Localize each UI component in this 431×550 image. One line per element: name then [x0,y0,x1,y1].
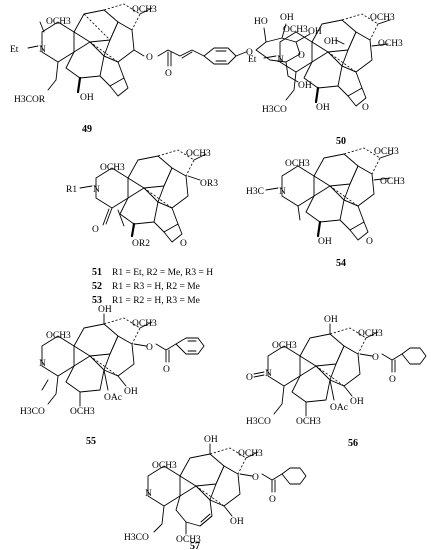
c51-r1: R1 [66,185,77,195]
c54-number: 54 [336,258,346,269]
c49-sugar-oh1: OH [280,13,294,23]
c55-o-carbonyl: O [163,365,170,375]
structure-50-labels: OCH3 OCH3 OCH3 OH Et N OH O H3CO 50 [248,13,403,147]
c55-n: N [39,359,46,369]
c56-och3-right: OCH3 [358,329,383,339]
c55-oh-top: OH [98,305,112,315]
c49-n: N [39,45,46,55]
c49-sugar-ho: HO [254,17,268,27]
structure-56-labels: OH OCH3 OCH3 O N O O OH OAc OCH3 H3CO 56 [246,315,396,449]
c56-number: 56 [348,438,358,449]
structure-57-labels: OH OCH3 OCH3 N O O OH OCH3 H3CO 57 [124,435,276,550]
structure-55-labels: OH OCH3 OCH3 N O O OH OAc OCH3 H3CO 55 [20,305,170,447]
c50-och3-a: OCH3 [370,13,395,23]
c50-number: 50 [336,136,346,147]
c54-och3-a: OCH3 [374,147,399,157]
c50-h3co: H3CO [262,105,287,115]
c54-och3-left: OCH3 [285,159,310,169]
c55-och3-bottom: OCH3 [70,407,95,417]
caption-51-text: R1 = Et, R2 = Me, R3 = H [112,268,213,278]
c49-o-ester: O [146,53,153,63]
structure-56 [253,323,427,417]
c51-och3-top: OCH3 [186,149,211,159]
c51-och3-left: OCH3 [100,163,125,173]
structure-57 [147,443,307,535]
c56-o-ester: O [372,353,379,363]
c54-h3c: H3C [246,187,264,197]
c55-h3co: H3CO [20,407,45,417]
c57-o-ester: O [252,473,259,483]
c49-h3cor: H3COR [14,95,46,105]
c50-n: N [277,55,284,65]
c54-o: O [366,237,373,247]
c51-or2: OR2 [132,239,150,249]
c56-och3-left: OCH3 [272,341,297,351]
structure-51 [79,149,207,243]
c55-och3-left: OCH3 [46,331,71,341]
c51-o: O [180,239,187,249]
c50-oh: OH [324,37,338,47]
c57-oh-top: OH [204,435,218,445]
c55-number: 55 [86,436,96,447]
c56-o-carbonyl: O [389,375,396,385]
c56-h3co: H3CO [246,417,271,427]
c57-och3-right: OCH3 [238,449,263,459]
c51-n: N [93,185,100,195]
c56-oh-top: OH [324,315,338,325]
structure-51-labels: OCH3 OCH3 OR3 R1 N O OR2 O [66,149,218,249]
c49-och3-left: OCH3 [46,17,71,27]
c56-och3-bottom: OCH3 [296,417,321,427]
caption-51-number: 51 [92,267,102,278]
c54-och3-b: OCH3 [380,177,405,187]
caption-52-text: R1 = R3 = H, R2 = Me [112,282,200,292]
caption-table-51-53: 51 R1 = Et, R2 = Me, R3 = H 52 R1 = R3 =… [92,267,213,306]
c49-o-carbonyl: O [165,69,172,79]
c49-sugar-oh3: OH [298,81,312,91]
c50-och3-left: OCH3 [283,25,308,35]
c56-oh: OH [350,397,364,407]
c50-oh2: OH [316,103,330,113]
c55-o-ester: O [146,343,153,353]
c57-h3co: H3CO [124,533,149,543]
c56-n: N [265,369,272,379]
c51-or3: OR3 [200,179,218,189]
caption-52-number: 52 [92,281,102,292]
c50-et: Et [248,55,257,65]
c49-o-aryl: O [246,48,253,58]
c55-oh: OH [124,387,138,397]
c49-et: Et [10,45,19,55]
c55-oac: OAc [104,393,122,403]
c54-n: N [279,187,286,197]
c55-och3-right: OCH3 [132,319,157,329]
c51-o-carbonyl: O [92,225,99,235]
c49-oh: OH [80,93,94,103]
structure-54 [265,147,393,241]
c57-och3-left: OCH3 [152,461,177,471]
c56-oac: OAc [330,403,348,413]
structure-50 [263,13,391,107]
c49-sugar-oh2: OH [308,27,322,37]
c50-o: O [362,103,369,113]
c57-och3-bottom: OCH3 [176,535,201,545]
c50-och3-b: OCH3 [378,39,403,49]
structure-54-labels: OCH3 OCH3 OCH3 H3C N OH O 54 [246,147,405,269]
c56-o-left: O [246,373,253,383]
c57-oh: OH [230,517,244,527]
c57-n: N [145,489,152,499]
c57-o-carbonyl: O [269,495,276,505]
caption-53-text: R1 = R2 = H, R3 = Me [112,296,200,306]
c49-och3-top: OCH3 [132,5,157,15]
structure-49-labels: OCH3 OCH3 Et N OH H3COR O O O O HO OH OH… [10,5,322,135]
c57-number: 57 [190,541,200,550]
c49-o-sugar: O [298,51,305,61]
c49-number: 49 [82,124,92,135]
structure-55 [41,313,205,407]
c54-oh: OH [318,237,332,247]
caption-53-number: 53 [92,295,102,306]
